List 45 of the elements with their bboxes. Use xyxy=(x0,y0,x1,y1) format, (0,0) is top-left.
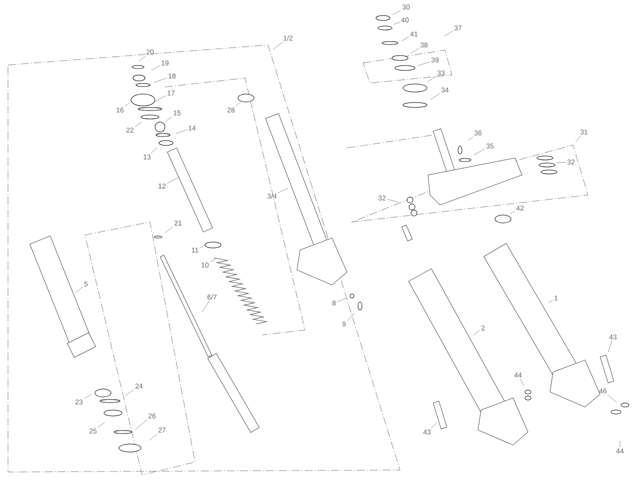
leader-line xyxy=(392,10,402,16)
leader-line xyxy=(151,66,160,70)
leader-line xyxy=(510,210,516,214)
leader-line xyxy=(608,340,612,352)
leader-line xyxy=(272,42,284,50)
leader-line xyxy=(134,122,142,127)
leader-line xyxy=(200,244,207,248)
leader-line xyxy=(468,136,474,141)
leader-line xyxy=(154,78,168,83)
leader-line xyxy=(575,136,582,142)
leader-line xyxy=(427,76,436,82)
leader-line xyxy=(418,62,430,66)
leader-line xyxy=(520,378,524,386)
leader-line xyxy=(125,389,134,396)
leader-line xyxy=(430,93,440,100)
leader-line xyxy=(165,116,172,122)
leader-line xyxy=(138,56,146,62)
leader-line xyxy=(548,300,553,304)
leader-line xyxy=(386,199,398,202)
leader-line xyxy=(124,102,130,106)
leader-line xyxy=(202,300,210,312)
leader-line xyxy=(235,101,242,106)
leader-line xyxy=(444,30,454,36)
leader-line xyxy=(278,188,289,194)
leader-line xyxy=(401,36,410,42)
leader-line xyxy=(74,286,83,294)
leader-line xyxy=(347,312,356,321)
leader-line xyxy=(394,22,400,25)
leader-line xyxy=(473,148,486,156)
leader-line xyxy=(166,176,180,184)
leader-line xyxy=(176,130,188,134)
leader-line xyxy=(150,148,158,154)
leader-line xyxy=(210,258,217,262)
leader-line xyxy=(155,96,166,102)
leader-line xyxy=(134,420,148,430)
leader-line xyxy=(98,422,105,428)
leader-line xyxy=(556,162,566,163)
leader-line xyxy=(430,422,438,428)
leader-line xyxy=(84,394,92,399)
leader-line xyxy=(165,226,174,233)
leader-line xyxy=(472,330,480,336)
leader-line xyxy=(148,434,158,441)
leader-line xyxy=(410,48,420,54)
leader-line xyxy=(607,394,618,403)
leader-line xyxy=(337,298,346,302)
